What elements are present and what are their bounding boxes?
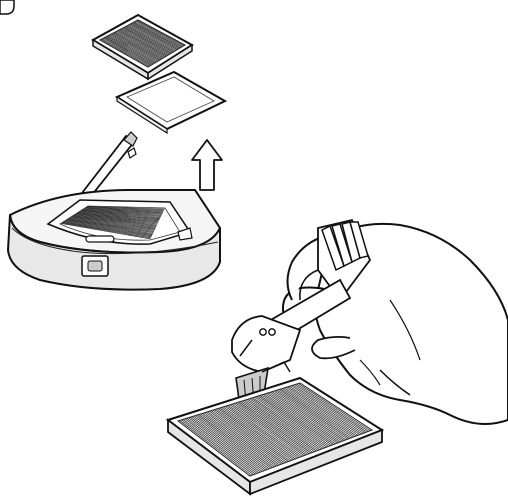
step-badge-icon: [0, 0, 14, 14]
sponge-filter-icon: [117, 72, 225, 133]
up-arrow-icon: [192, 140, 222, 190]
hepa-filter-icon: [93, 15, 192, 79]
dustbin-icon: [8, 132, 220, 290]
filter-being-cleaned-icon: [168, 378, 382, 494]
